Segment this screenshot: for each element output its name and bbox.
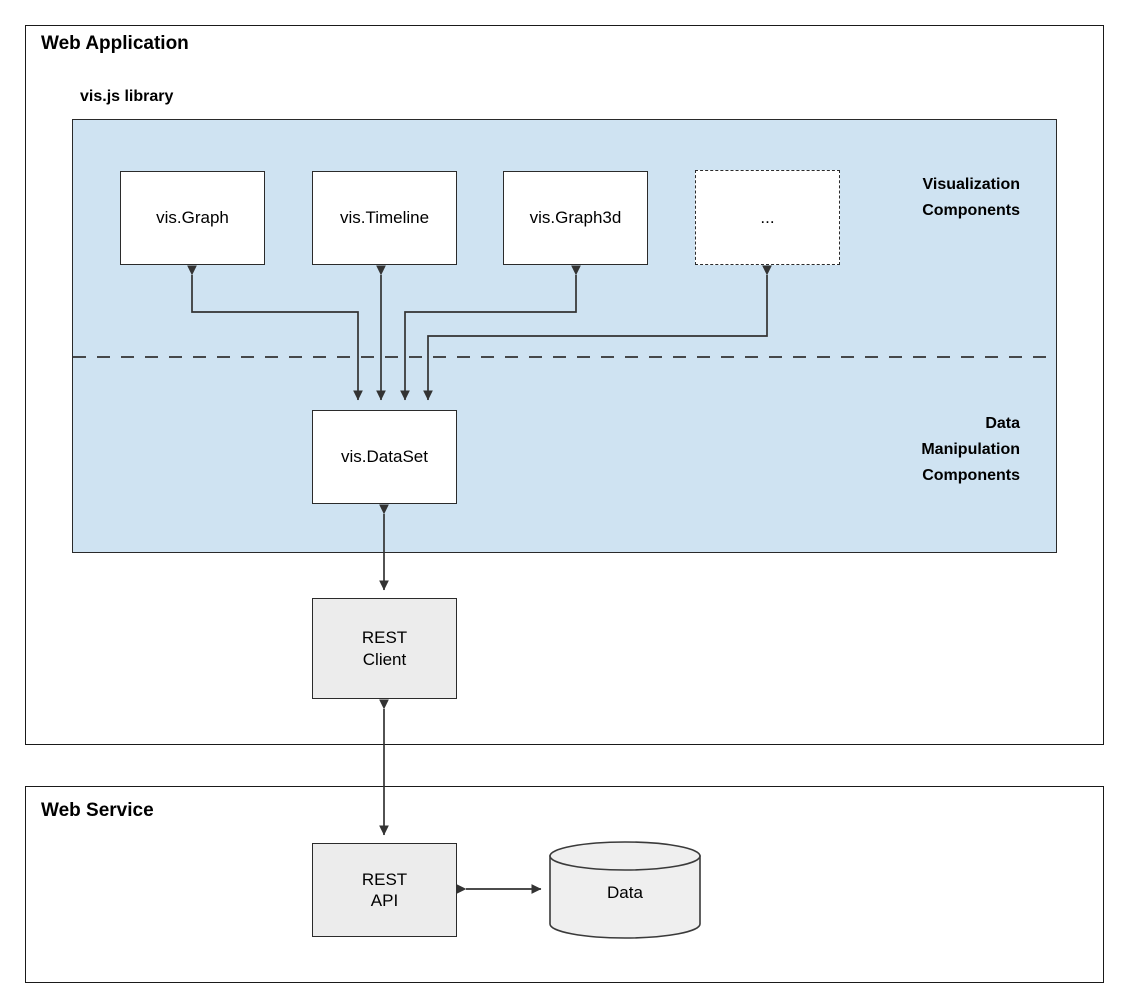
cylinder-icon [549, 841, 701, 939]
rest-client-line-1: REST [361, 628, 408, 648]
visualization-components-label: Visualization Components [800, 172, 1020, 224]
node-more-components[interactable]: ... [695, 170, 840, 265]
data-manipulation-components-label: Data Manipulation Components [800, 411, 1020, 489]
web-application-title: Web Application [41, 33, 189, 54]
node-vis-graph[interactable]: vis.Graph [120, 171, 265, 265]
rest-client-line-2: Client [362, 649, 407, 669]
data-store-label: Data [607, 883, 643, 902]
rest-api-line-2: API [370, 891, 399, 910]
vis-js-library-title: vis.js library [80, 88, 174, 105]
data-manipulation-label-line-1: Data [985, 415, 1020, 432]
rest-api-line-1: REST [361, 869, 408, 889]
node-rest-api[interactable]: REST API [312, 843, 457, 937]
data-manipulation-label-line-2: Manipulation [921, 440, 1020, 458]
visualization-components-label-line-1: Visualization [922, 176, 1020, 193]
node-vis-dataset[interactable]: vis.DataSet [312, 410, 457, 504]
node-rest-client[interactable]: REST Client [312, 598, 457, 699]
data-manipulation-label-line-3: Components [922, 466, 1020, 484]
visualization-components-label-line-2: Components [922, 201, 1020, 219]
node-data-store[interactable]: Data [549, 841, 701, 939]
web-service-title: Web Service [41, 800, 154, 821]
node-vis-graph3d[interactable]: vis.Graph3d [503, 171, 648, 265]
node-vis-timeline[interactable]: vis.Timeline [312, 171, 457, 265]
